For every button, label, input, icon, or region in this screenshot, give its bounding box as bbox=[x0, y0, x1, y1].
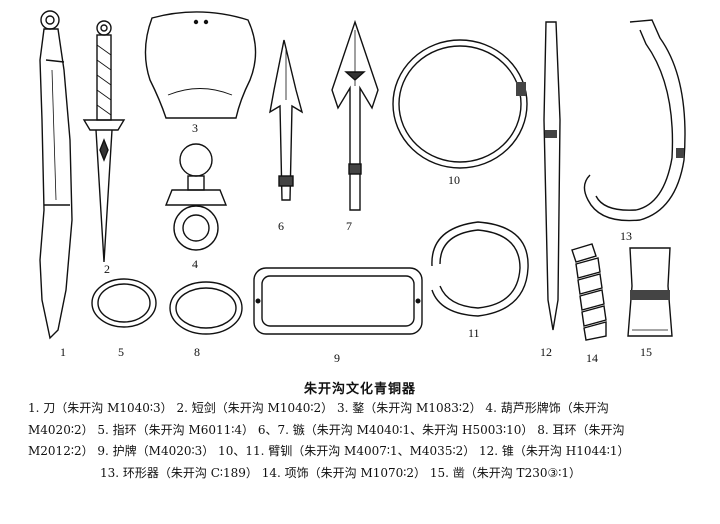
short-sword-drawing bbox=[82, 20, 126, 263]
figure-number: 15 bbox=[640, 345, 652, 359]
figure-number: 4 bbox=[192, 257, 198, 271]
arrowhead-7-drawing bbox=[331, 19, 379, 211]
caption-line: 13. 环形器（朱开沟 C∶189） 14. 项饰（朱开沟 M1070∶2） 1… bbox=[100, 465, 581, 480]
knife-drawing bbox=[39, 10, 73, 340]
finger-ring-drawing bbox=[91, 278, 157, 328]
caption-line: M4020∶2） 5. 指环（朱开沟 M6011∶4） 6、7. 镞（朱开沟 M… bbox=[28, 422, 625, 437]
figure-number: 9 bbox=[334, 351, 340, 365]
figure-number: 10 bbox=[448, 173, 460, 187]
figure-number: 5 bbox=[118, 345, 124, 359]
figure-number: 8 bbox=[194, 345, 200, 359]
earring-drawing bbox=[169, 281, 243, 335]
figure-number: 1 bbox=[60, 345, 66, 359]
arrowhead-6-drawing bbox=[269, 39, 304, 201]
figure-number: 14 bbox=[586, 351, 598, 365]
caption-line: M2012∶2） 9. 护牌（M4020∶3） 10、11. 臂钏（朱开沟 M4… bbox=[28, 444, 630, 458]
guard-plaque-drawing bbox=[253, 267, 423, 335]
ring-object-drawing bbox=[583, 19, 686, 222]
arm-bracelet-11-drawing bbox=[431, 221, 529, 317]
figure-number: 2 bbox=[104, 262, 110, 276]
caption-line: 1. 刀（朱开沟 M1040∶3） 2. 短剑（朱开沟 M1040∶2） 3. … bbox=[28, 401, 609, 415]
caption-title: 朱开沟文化青铜器 bbox=[303, 382, 416, 397]
chisel-drawing bbox=[627, 247, 673, 337]
figure-number: 3 bbox=[192, 121, 198, 135]
figure-number: 13 bbox=[620, 229, 632, 243]
gourd-plaque-drawing bbox=[164, 143, 228, 251]
figure-number: 12 bbox=[540, 345, 552, 359]
figure-number: 6 bbox=[278, 219, 284, 233]
mou-vessel-drawing bbox=[144, 11, 257, 119]
artifact-line-drawings: 1 2 3 4 5 6 7 8 9 10 11 12 13 14 15 bbox=[39, 10, 686, 365]
caption: 1. 刀（朱开沟 M1040∶3） 2. 短剑（朱开沟 M1040∶2） 3. … bbox=[28, 398, 708, 484]
arm-bracelet-10-drawing bbox=[392, 39, 528, 169]
awl-drawing bbox=[543, 21, 561, 331]
necklace-drawing bbox=[571, 243, 607, 341]
figure-number: 11 bbox=[468, 326, 480, 340]
figure-number: 7 bbox=[346, 219, 352, 233]
